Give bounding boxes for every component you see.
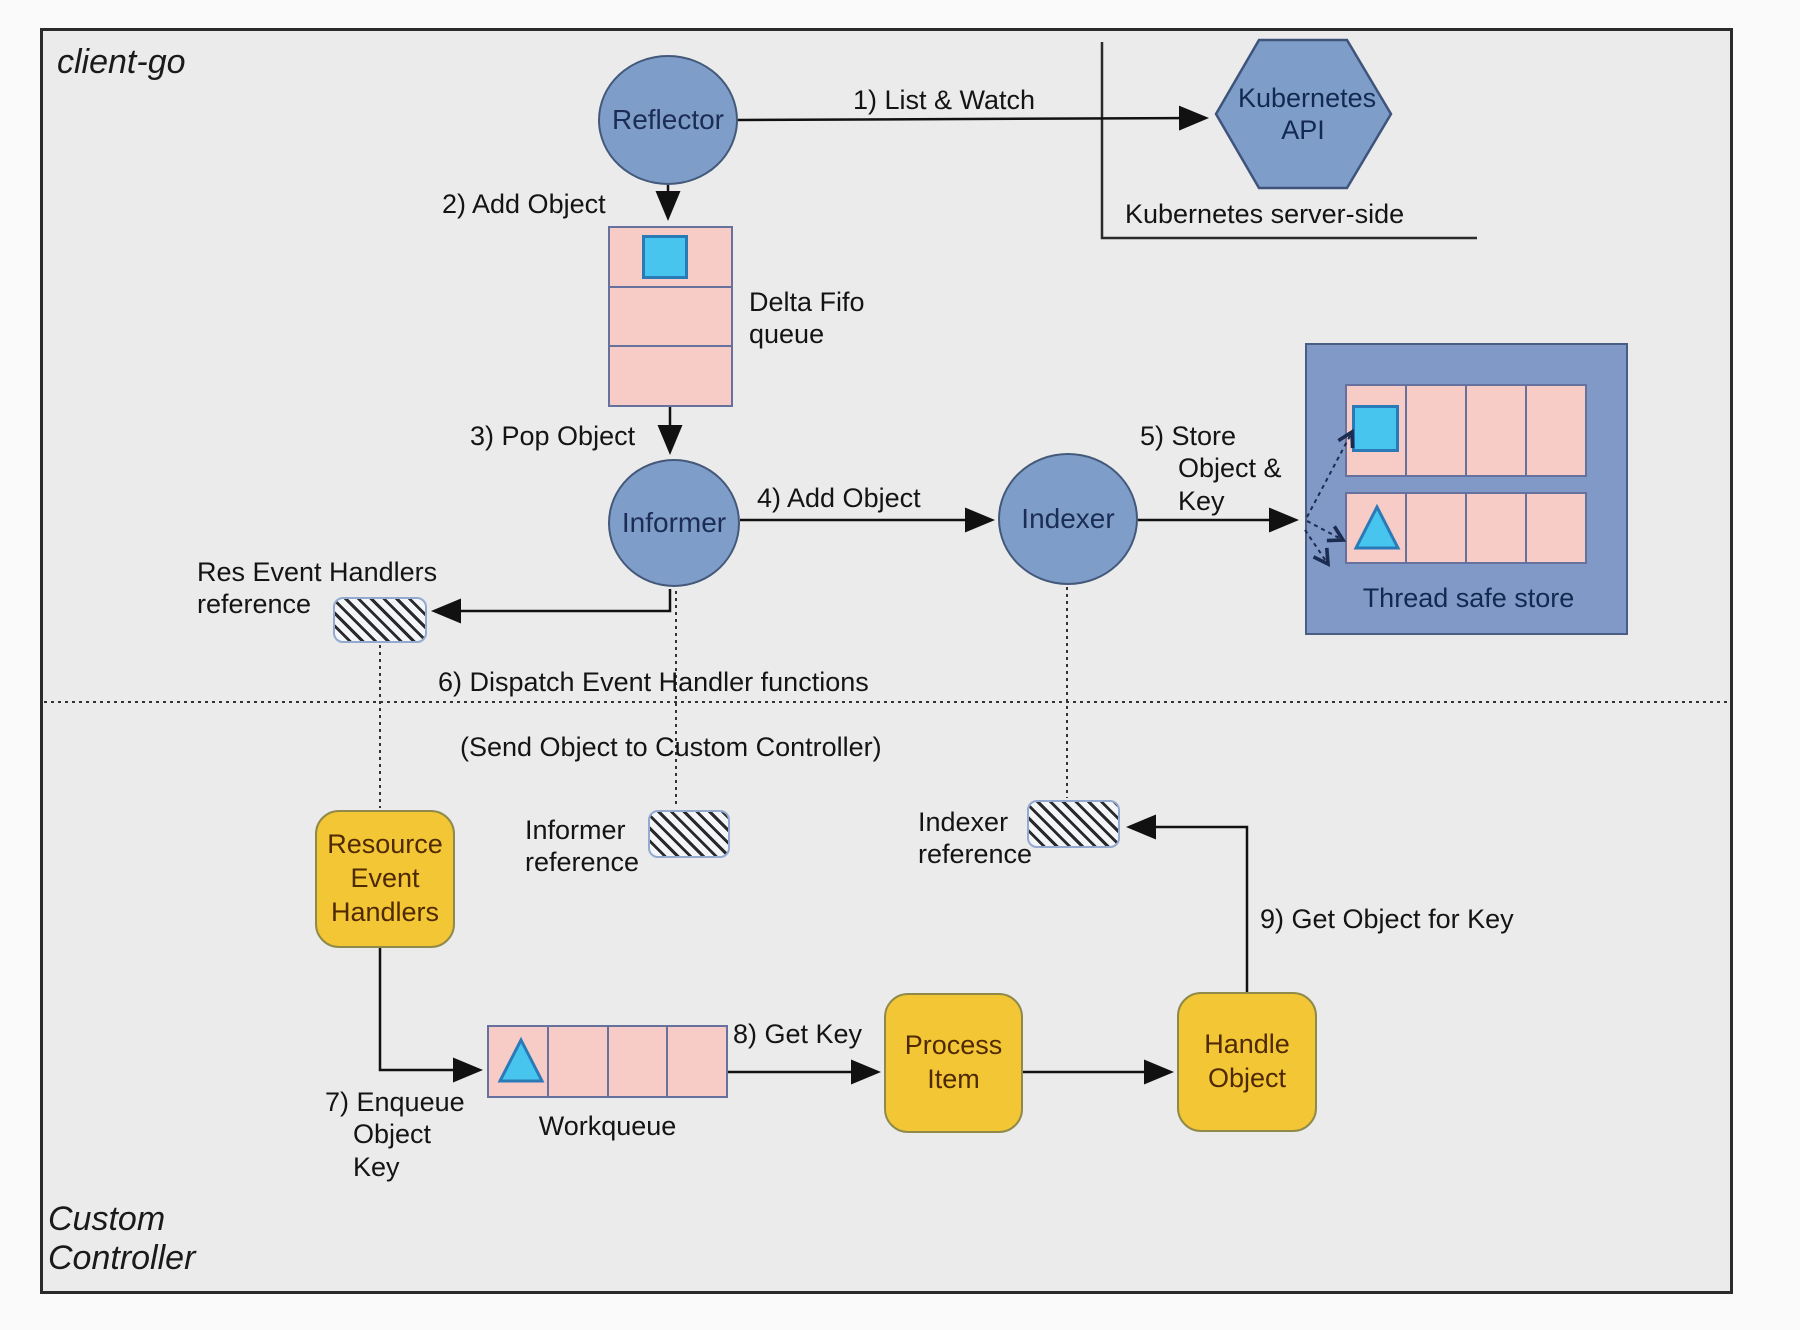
reflector-node: Reflector [598,55,738,185]
process-item-label: Process Item [904,1030,1003,1094]
delta-fifo-queue [608,226,733,408]
stored-object-square-icon [1352,405,1399,452]
kubernetes-api-label: Kubernetes API [1238,83,1377,146]
store-cell [1525,492,1587,564]
resource-event-handlers-label: Resource Event Handlers [327,829,443,927]
indexer-reference-label: Indexer reference [918,807,1033,870]
workqueue-key-triangle-icon [497,1036,555,1091]
process-item-node: Process Item [884,993,1023,1133]
store-cell [1465,384,1527,477]
store-cell [1405,384,1467,477]
delta-fifo-label: Delta Fifo queue [749,287,865,350]
informer-reference-icon [648,810,730,858]
workqueue-cell [606,1025,669,1098]
edge-label-7: 7) Enqueue Object Key [325,1087,465,1182]
edge-label-6: 6) Dispatch Event Handler functions (Sen… [438,634,882,796]
workqueue-label: Workqueue [538,1111,677,1141]
edge-label-8: 8) Get Key [733,1019,863,1049]
handle-object-node: Handle Object [1177,992,1317,1132]
informer-reference-label: Informer reference [525,815,640,878]
edge-label-3: 3) Pop Object [470,421,636,451]
delta-fifo-cell [608,285,733,348]
indexer-node: Indexer [998,453,1138,585]
object-square-icon [642,235,688,279]
edge-label-6-line2: (Send Object to Custom Controller) [460,732,882,763]
edge-label-9: 9) Get Object for Key [1260,904,1514,934]
thread-safe-store: Thread safe store [1305,343,1628,635]
workqueue-cell [487,1025,549,1098]
res-event-handlers-reference-label: Res Event Handlers reference [197,557,438,620]
informer-node: Informer [608,459,740,587]
indexer-reference-icon [1027,800,1120,848]
indexer-label: Indexer [1021,503,1115,534]
thread-safe-store-label: Thread safe store [1362,583,1575,613]
edge-label-1: 1) List & Watch [853,85,1036,115]
store-cell [1525,384,1587,477]
custom-controller-region-label: Custom Controller [48,1200,196,1278]
edge-label-6-line1: 6) Dispatch Event Handler functions [438,667,869,698]
store-cell [1405,492,1467,564]
store-row-2 [1345,492,1587,564]
resource-event-handlers-node: Resource Event Handlers [315,810,455,948]
workqueue-cell [546,1025,609,1098]
workqueue-cell [666,1025,728,1098]
reflector-label: Reflector [611,104,725,135]
edge-label-2: 2) Add Object [442,189,606,219]
informer-label: Informer [621,507,727,538]
kubernetes-server-side-label: Kubernetes server-side [1125,199,1405,229]
delta-fifo-cell [608,226,733,288]
stored-key-triangle-icon [1353,502,1401,557]
workqueue [487,1025,728,1098]
client-go-region-label: client-go [57,43,186,81]
edge-label-5: 5) Store Object & Key [1140,421,1282,516]
handle-object-label: Handle Object [1204,1029,1290,1093]
store-row-1 [1345,384,1587,477]
edge-label-4: 4) Add Object [757,483,921,513]
delta-fifo-cell [608,345,733,408]
store-cell [1465,492,1527,564]
res-event-handlers-reference-icon [333,597,427,643]
